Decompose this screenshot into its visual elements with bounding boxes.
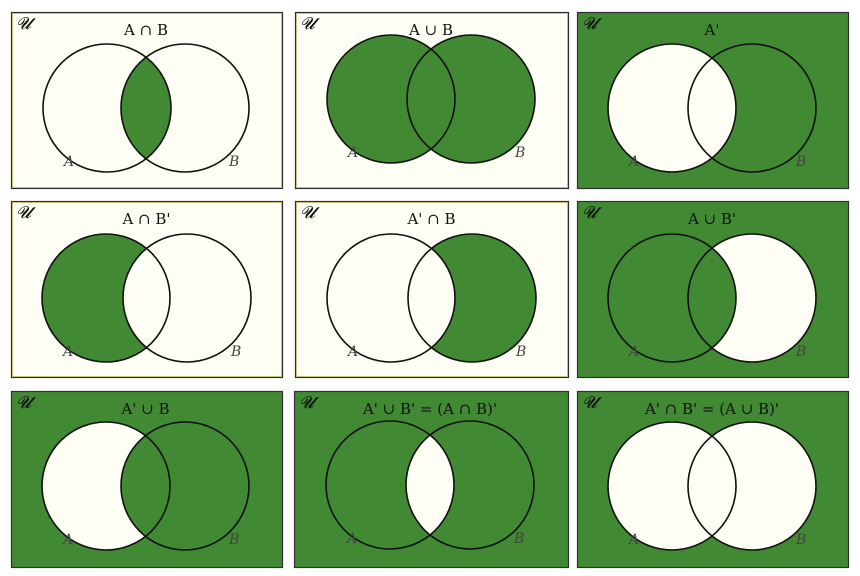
venn-panel-a-intersect-b: 𝓤 A ∩ B A B bbox=[10, 11, 284, 190]
set-expression-title: A ∩ B' bbox=[121, 210, 170, 228]
set-a-label: A bbox=[627, 344, 639, 360]
universe-frame-accent bbox=[12, 202, 282, 377]
venn-panel-a-comp-intersect-b: 𝓤 A' ∩ B A B bbox=[294, 200, 570, 379]
universe-symbol: 𝓤 bbox=[582, 14, 602, 34]
set-a-outline bbox=[326, 34, 456, 164]
set-expression-title: A' ∪ B bbox=[120, 400, 169, 418]
intersection-region bbox=[121, 422, 170, 550]
venn-panel-a-comp-union-b-comp: 𝓤 A' ∪ B' = (A ∩ B)' A B bbox=[293, 390, 570, 569]
set-b-label: B bbox=[795, 344, 806, 360]
set-b-outline bbox=[687, 421, 817, 551]
set-a-outline bbox=[42, 43, 172, 173]
set-a-outline bbox=[41, 233, 171, 363]
set-a-outline bbox=[326, 233, 456, 363]
intersection-region bbox=[408, 234, 455, 362]
set-a-label: A bbox=[61, 344, 73, 360]
venn-panel-a-intersect-b-comp: 𝓤 A ∩ B' A B bbox=[10, 200, 284, 379]
set-b-outline bbox=[687, 43, 817, 173]
set-a-label: A bbox=[627, 154, 639, 170]
set-b-label: B bbox=[513, 531, 524, 547]
set-a-outline bbox=[325, 420, 455, 550]
set-a-label: A bbox=[345, 531, 357, 547]
venn-panel-a-union-b: 𝓤 A ∪ B A B bbox=[294, 11, 570, 190]
set-b-outline bbox=[407, 233, 537, 363]
set-b-label: B bbox=[228, 154, 239, 170]
intersection-region bbox=[688, 422, 736, 550]
venn-panel-a-comp-intersect-b-comp: 𝓤 A' ∩ B' = (A ∪ B)' A B bbox=[576, 390, 850, 569]
intersection-region bbox=[406, 421, 454, 549]
universe-frame-accent bbox=[296, 13, 568, 188]
venn-panel-a-union-b-comp: 𝓤 A ∪ B' A B bbox=[576, 200, 850, 379]
intersection-region bbox=[688, 44, 736, 172]
set-b-label: B bbox=[515, 344, 526, 360]
set-expression-title: A' ∪ B' = (A ∩ B)' bbox=[362, 400, 497, 418]
set-expression-title: A' ∩ B bbox=[406, 210, 455, 228]
set-a-label: A bbox=[627, 532, 639, 548]
set-expression-title: A' bbox=[704, 21, 720, 39]
set-expression-title: A ∩ B bbox=[123, 21, 168, 39]
intersection-region bbox=[688, 234, 736, 362]
universe-frame-accent bbox=[296, 202, 568, 377]
universe-frame-accent bbox=[12, 13, 282, 188]
venn-panel-a-complement: 𝓤 A' A B bbox=[576, 11, 850, 190]
universe-symbol: 𝓤 bbox=[582, 393, 602, 413]
intersection-region bbox=[407, 35, 455, 163]
set-a-outline bbox=[607, 43, 737, 173]
universe-symbol: 𝓤 bbox=[582, 203, 602, 223]
set-b-label: B bbox=[795, 154, 806, 170]
set-b-outline bbox=[687, 233, 817, 363]
universe-symbol: 𝓤 bbox=[300, 14, 320, 34]
set-b-outline bbox=[120, 421, 250, 551]
set-b-outline bbox=[405, 420, 535, 550]
set-b-label: B bbox=[228, 532, 239, 548]
set-expression-title: A ∪ B' bbox=[687, 210, 736, 228]
universe-symbol: 𝓤 bbox=[299, 393, 319, 413]
set-a-label: A bbox=[346, 145, 358, 161]
universe-symbol: 𝓤 bbox=[16, 14, 36, 34]
universe-symbol: 𝓤 bbox=[300, 203, 320, 223]
set-b-label: B bbox=[514, 145, 525, 161]
intersection-region bbox=[121, 44, 171, 172]
set-a-label: A bbox=[61, 532, 73, 548]
set-b-label: B bbox=[230, 344, 241, 360]
set-expression-title: A ∪ B bbox=[408, 21, 453, 39]
set-b-outline bbox=[122, 233, 252, 363]
set-b-outline bbox=[406, 34, 536, 164]
set-a-outline bbox=[607, 421, 737, 551]
intersection-region bbox=[123, 234, 170, 362]
universe-symbol: 𝓤 bbox=[16, 203, 36, 223]
set-b-label: B bbox=[795, 532, 806, 548]
universe-symbol: 𝓤 bbox=[16, 393, 36, 413]
set-a-outline bbox=[41, 421, 171, 551]
set-a-label: A bbox=[346, 344, 358, 360]
set-a-label: A bbox=[62, 154, 74, 170]
set-expression-title: A' ∩ B' = (A ∪ B)' bbox=[644, 400, 779, 418]
venn-panel-a-comp-union-b: 𝓤 A' ∪ B A B bbox=[10, 390, 284, 569]
set-a-outline bbox=[607, 233, 737, 363]
set-b-outline bbox=[120, 43, 250, 173]
